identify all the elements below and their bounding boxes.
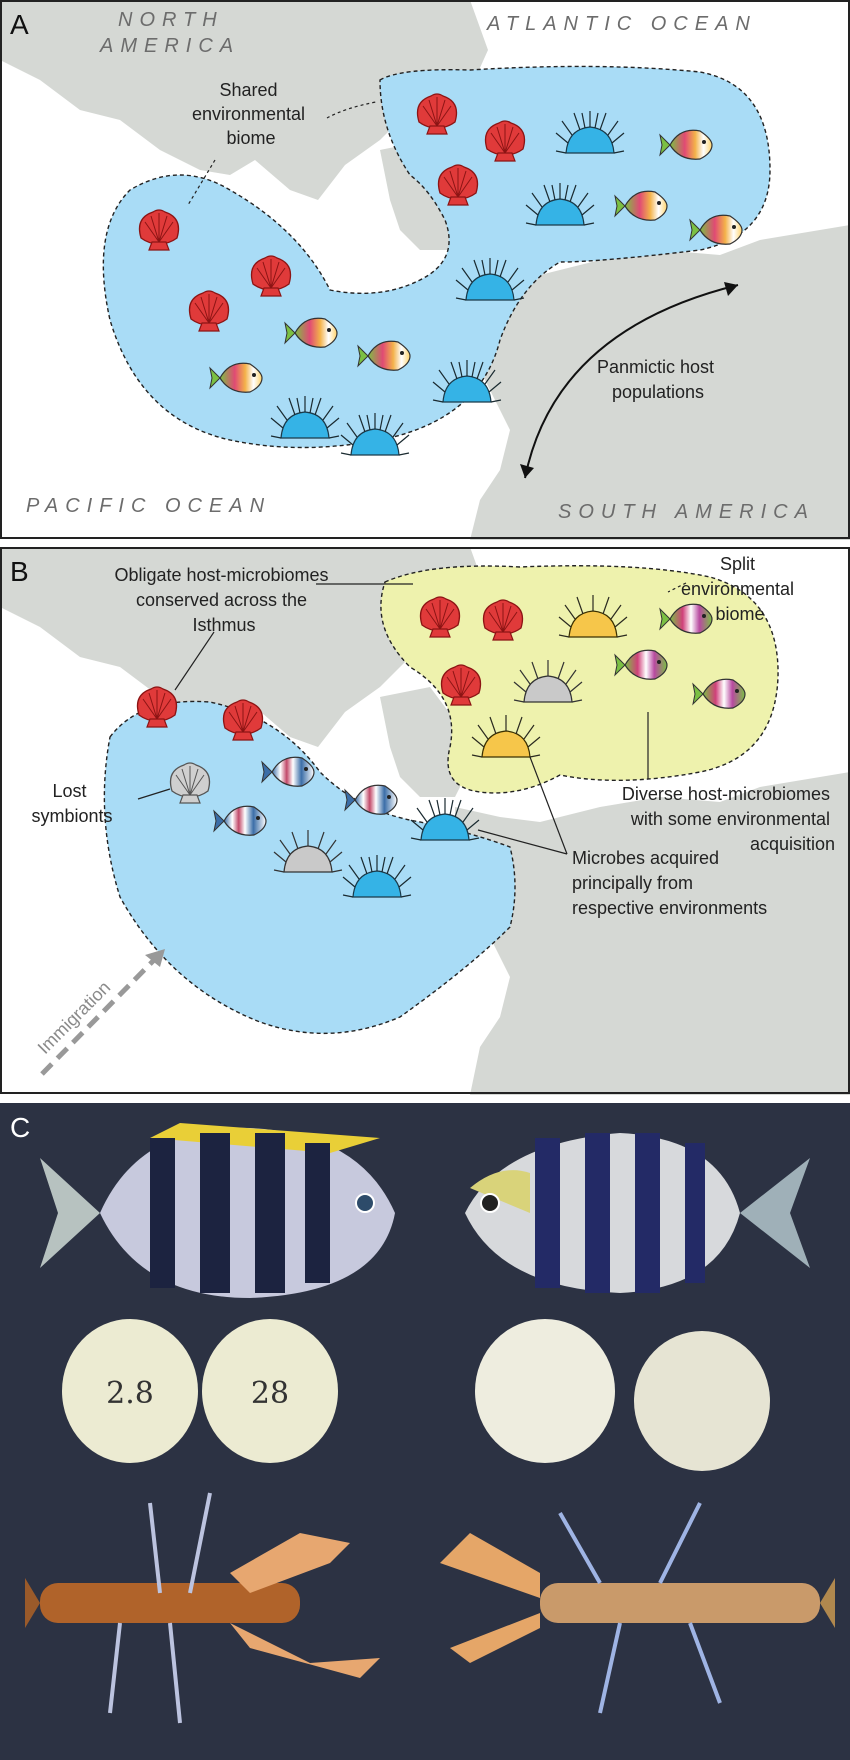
panel-b-label: B <box>10 556 29 587</box>
lost-symbionts-label: Lost symbionts <box>31 781 112 826</box>
shell-number-left: 2.8 <box>106 1376 154 1411</box>
america-label: AMERICA <box>99 35 240 57</box>
damselfish-photo <box>465 1133 810 1293</box>
panel-c-label: C <box>10 1112 30 1143</box>
shell-number-right: 28 <box>251 1376 289 1411</box>
panel-b-map: B Split environmental biome Obligate hos… <box>0 547 850 1095</box>
south-america-label: SOUTH AMERICA <box>558 501 815 523</box>
clam-photo <box>475 1319 770 1471</box>
panel-a-map: A NORTH AMERICA ATLANTIC OCEAN PACIFIC O… <box>0 0 850 540</box>
atlantic-ocean-label: ATLANTIC OCEAN <box>486 13 757 35</box>
split-biome-label: Split environmental biome <box>681 554 799 624</box>
panel-a-label: A <box>10 9 29 40</box>
shrimp-photo <box>440 1502 835 1714</box>
damselfish-photo <box>40 1123 395 1298</box>
south-america-land <box>455 225 850 540</box>
microbes-acquired-label: Microbes acquired principally from respe… <box>572 848 767 918</box>
shared-environmental-biome <box>102 65 771 449</box>
panel-c-photos: C 2.8 28 <box>0 1103 850 1760</box>
north-label: NORTH <box>118 9 224 31</box>
shrimp-photo <box>25 1492 380 1724</box>
clam-photo: 2.8 28 <box>62 1319 338 1463</box>
shared-biome-label: Shared environmental biome <box>192 80 310 148</box>
obligate-microbiome-label: Obligate host-microbiomes conserved acro… <box>114 565 333 635</box>
panel-b: B Split environmental biome Obligate hos… <box>0 547 850 1095</box>
panel-c: C 2.8 28 <box>0 1103 850 1760</box>
pacific-ocean-label: PACIFIC OCEAN <box>26 495 271 517</box>
panel-a: A NORTH AMERICA ATLANTIC OCEAN PACIFIC O… <box>0 0 850 540</box>
panmictic-host-label: Panmictic host populations <box>597 357 719 402</box>
diverse-microbiome-label: Diverse host-microbiomes with some envir… <box>622 784 835 854</box>
